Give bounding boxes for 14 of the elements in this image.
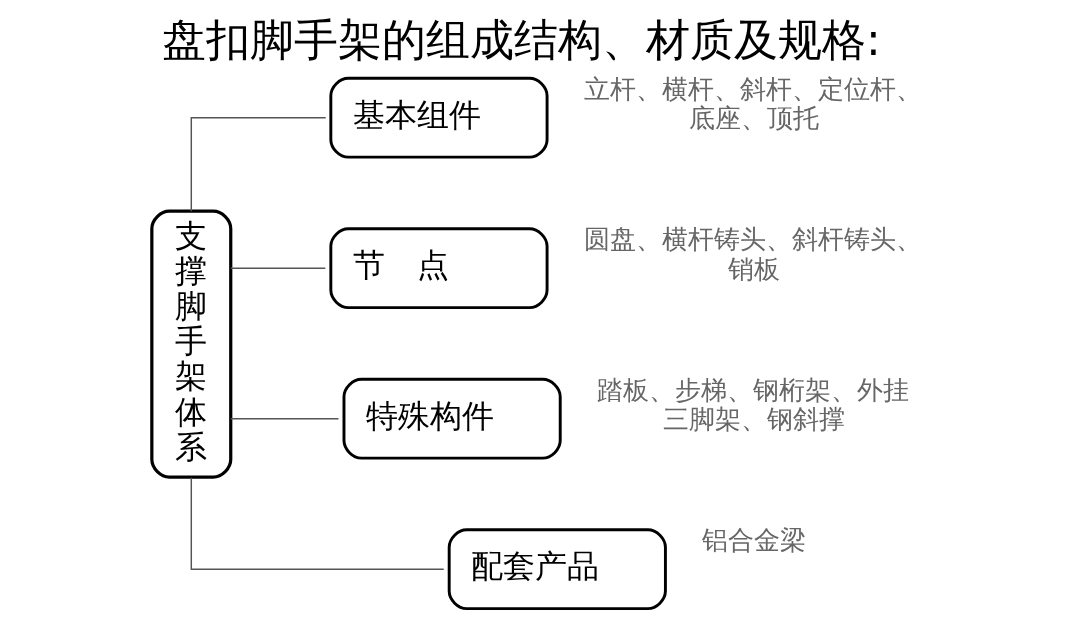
node-label: 圆盘、横杆铸头、斜杆铸头、销板 [583,224,922,284]
node-label: 铝合金梁 [701,525,806,556]
node-label: 立杆、横杆、斜杆、定位杆、底座、顶托 [583,73,922,134]
node-box: 支撑脚手架体系 [149,209,232,479]
node-box: 配套产品 [447,528,667,611]
connector [190,116,326,212]
node-box: 特殊构件 [342,377,562,460]
connector [229,267,326,269]
diagram-title: 盘扣脚手架的组成结构、材质及规格: [161,13,881,65]
connector [190,476,444,570]
node-box: 基本组件 [328,76,549,159]
node-box: 节 点 [328,227,549,310]
connector [229,417,339,420]
node-label: 踏板、步梯、钢桁架、外挂三脚架、钢斜撑 [596,374,909,435]
